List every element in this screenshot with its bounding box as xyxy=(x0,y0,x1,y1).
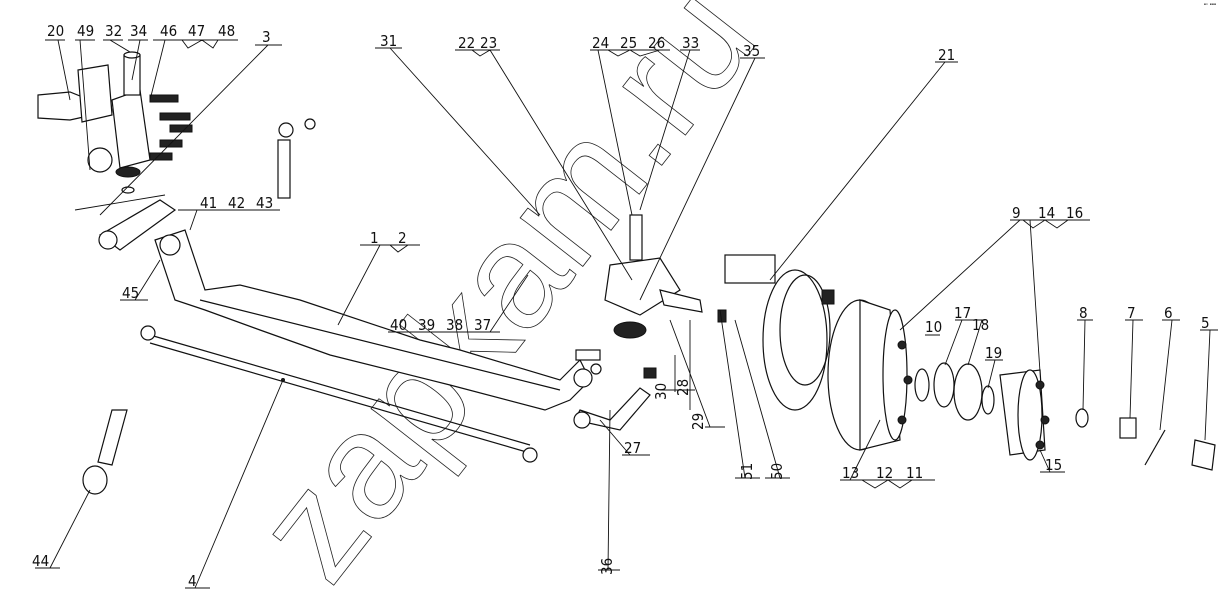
tie-rod-end-44 xyxy=(82,409,128,495)
callout-1: 1 xyxy=(370,229,379,247)
callout-13: 13 xyxy=(842,464,859,482)
callout-32: 32 xyxy=(105,22,122,40)
callout-37: 37 xyxy=(474,316,491,334)
callout-8: 8 xyxy=(1079,304,1088,322)
callout-31: 31 xyxy=(380,32,397,50)
callout-29: 29 xyxy=(689,413,707,430)
callout-38: 38 xyxy=(446,316,463,334)
callout-6: 6 xyxy=(1164,304,1173,322)
leader-lines xyxy=(35,39,1218,589)
callout-2: 2 xyxy=(398,229,407,247)
callout-4: 4 xyxy=(188,572,197,590)
callout-46: 46 xyxy=(160,22,177,40)
tie-rod xyxy=(140,325,538,463)
callout-36: 36 xyxy=(598,558,616,575)
callout-25: 25 xyxy=(620,34,637,52)
callout-43: 43 xyxy=(256,194,273,212)
wheel-hub xyxy=(999,369,1050,461)
callout-44: 44 xyxy=(32,552,49,570)
callout-9: 9 xyxy=(1012,204,1021,222)
callout-3: 3 xyxy=(262,28,271,46)
callout-40: 40 xyxy=(390,316,407,334)
left-knuckle-assembly xyxy=(37,51,193,194)
callout-49: 49 xyxy=(77,22,94,40)
callout-33: 33 xyxy=(682,34,699,52)
steering-arm xyxy=(98,199,177,251)
callout-41: 41 xyxy=(200,194,217,212)
callout-48: 48 xyxy=(218,22,235,40)
callout-10: 10 xyxy=(925,318,942,336)
callout-11: 11 xyxy=(906,464,923,482)
callout-23: 23 xyxy=(480,34,497,52)
drag-link-end xyxy=(277,118,316,199)
callout-16: 16 xyxy=(1066,204,1083,222)
callout-21: 21 xyxy=(938,46,955,64)
callout-12: 12 xyxy=(876,464,893,482)
bearings xyxy=(914,362,995,421)
hub-nut-and-cap xyxy=(1075,408,1216,471)
callout-28: 28 xyxy=(674,379,692,396)
callout-35: 35 xyxy=(743,42,760,60)
callout-30: 30 xyxy=(652,383,670,400)
callout-22: 22 xyxy=(458,34,475,52)
callout-26: 26 xyxy=(648,34,665,52)
watermark: zapkam.ru xyxy=(223,0,787,603)
brake-assembly xyxy=(717,254,835,411)
callout-15: 15 xyxy=(1045,456,1062,474)
callout-5: 5 xyxy=(1201,314,1210,332)
callout-20: 20 xyxy=(47,22,64,40)
callout-42: 42 xyxy=(228,194,245,212)
axle-beam xyxy=(154,229,593,411)
callout-labels: 20 49 32 34 46 47 48 3 31 22 23 24 25 26… xyxy=(32,22,1210,590)
callout-14: 14 xyxy=(1038,204,1055,222)
callout-45: 45 xyxy=(122,284,139,302)
callout-50: 50 xyxy=(768,463,786,480)
callout-18: 18 xyxy=(972,316,989,334)
callout-24: 24 xyxy=(592,34,609,52)
callout-27: 27 xyxy=(624,439,641,457)
right-knuckle xyxy=(573,214,703,431)
callout-7: 7 xyxy=(1127,304,1136,322)
callout-51: 51 xyxy=(738,463,756,480)
corner-mark: ▪▫ ▪▪▪ xyxy=(1203,2,1216,8)
callout-47: 47 xyxy=(188,22,205,40)
callout-19: 19 xyxy=(985,344,1002,362)
callout-34: 34 xyxy=(130,22,147,40)
callout-17: 17 xyxy=(954,304,971,322)
brake-drum xyxy=(827,299,913,451)
callout-39: 39 xyxy=(418,316,435,334)
